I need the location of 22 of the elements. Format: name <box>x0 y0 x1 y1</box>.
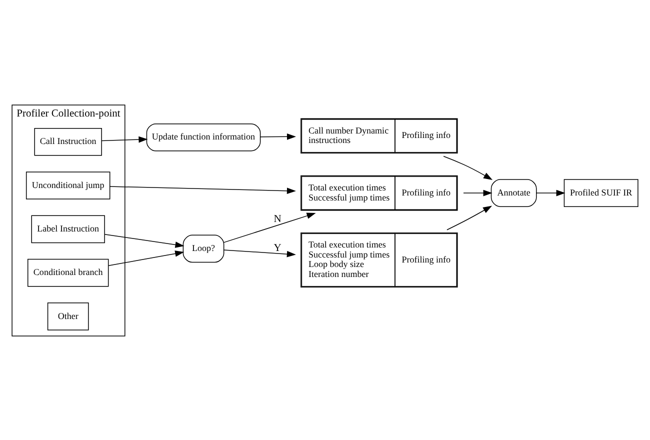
node-box: Label Instruction <box>31 214 105 243</box>
node-box: Other <box>47 302 89 330</box>
node-box: Conditional branch <box>27 258 109 286</box>
arrow <box>104 234 184 248</box>
node-box: Profiled SUIF IR <box>564 178 638 206</box>
edge-label: Y <box>274 242 282 254</box>
arrow <box>101 136 148 142</box>
arrow <box>443 155 493 180</box>
node-box: Update function information <box>146 122 261 151</box>
node-box: Annotate <box>490 178 537 206</box>
arrow <box>260 133 296 140</box>
node-box: Loop? <box>182 234 224 262</box>
arrow <box>110 186 296 194</box>
edge-label: N <box>274 213 282 224</box>
arrow <box>108 250 184 266</box>
arrow <box>536 189 566 196</box>
node-box: Call Instruction <box>34 127 102 156</box>
node-box: Unconditional jump <box>26 171 110 199</box>
arrow <box>224 249 296 257</box>
arrow <box>446 205 492 230</box>
arrow <box>463 189 492 196</box>
arrow <box>224 212 316 242</box>
